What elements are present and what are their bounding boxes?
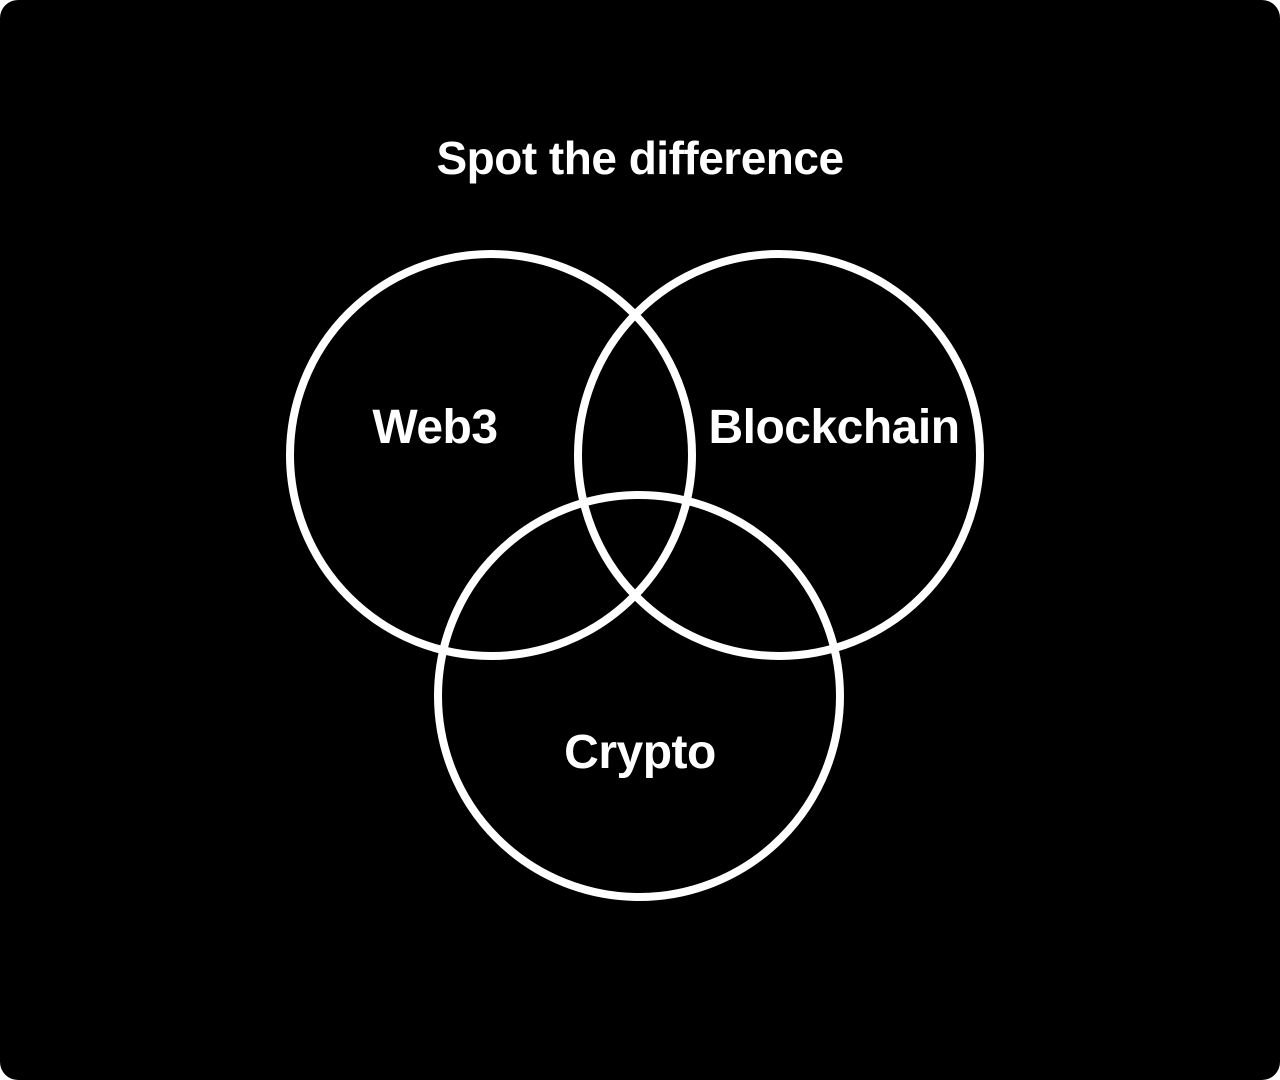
venn-circle-crypto <box>434 491 844 901</box>
venn-label-blockchain: Blockchain <box>708 401 959 454</box>
venn-circle-blockchain <box>574 250 984 660</box>
venn-label-web3: Web3 <box>372 401 497 454</box>
venn-label-crypto: Crypto <box>564 726 716 779</box>
page-title: Spot the difference <box>436 132 844 184</box>
venn-circle-web3 <box>286 250 696 660</box>
